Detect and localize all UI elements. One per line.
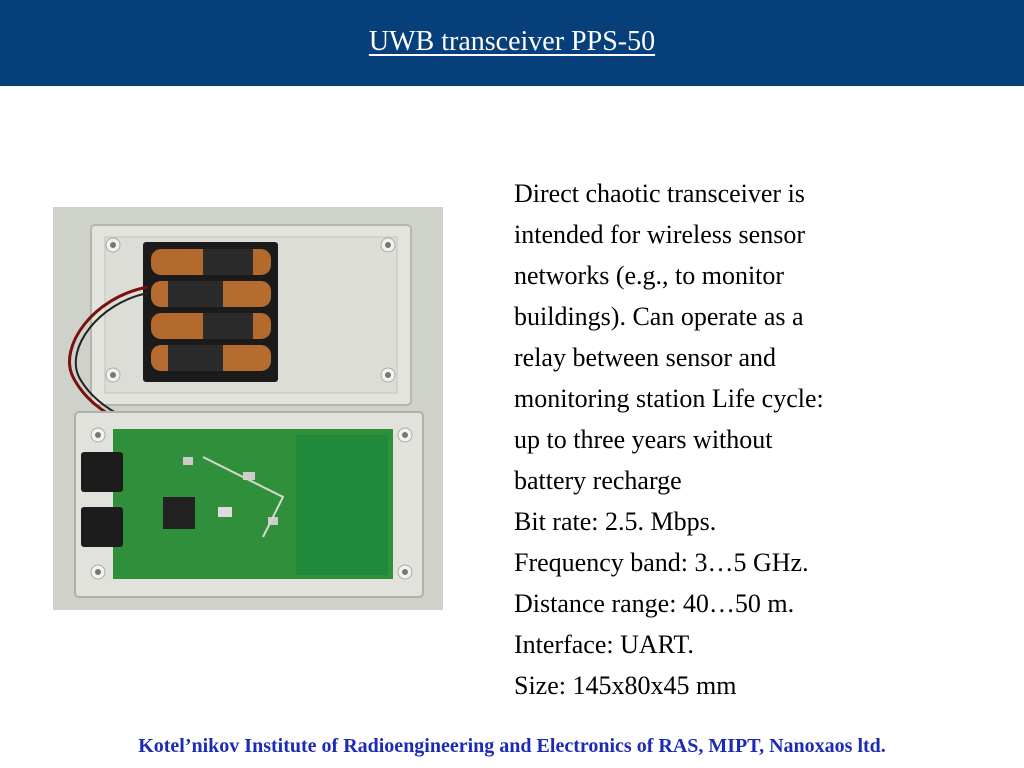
spec-bit-rate: Bit rate: 2.5. Mbps. [514, 507, 717, 536]
description-line: buildings). Can operate as a [514, 302, 804, 331]
description-line: monitoring station Life cycle: [514, 384, 824, 413]
battery-holder-icon [143, 242, 278, 382]
spec-distance-range: Distance range: 40…50 m. [514, 589, 795, 618]
description-line: intended for wireless sensor [514, 220, 805, 249]
footer-credits: Kotel’nikov Institute of Radioengineerin… [138, 735, 886, 757]
slide-title: UWB transceiver PPS-50 [368, 26, 656, 57]
description-line: relay between sensor and [514, 343, 777, 372]
header-bar: UWB transceiver PPS-50 [0, 0, 1024, 86]
description-line: battery recharge [514, 466, 682, 495]
device-photo [53, 207, 443, 610]
pcb-icon [81, 429, 393, 579]
spec-interface: Interface: UART. [514, 630, 694, 659]
spec-frequency-band: Frequency band: 3…5 GHz. [514, 548, 809, 577]
spec-size: Size: 145x80x45 mm [514, 671, 737, 700]
description-line: networks (e.g., to monitor [514, 261, 785, 290]
description-line: Direct chaotic transceiver is [514, 179, 805, 208]
description-line: up to three years without [514, 425, 773, 454]
description-block: Direct chaotic transceiver is intended f… [514, 173, 934, 706]
